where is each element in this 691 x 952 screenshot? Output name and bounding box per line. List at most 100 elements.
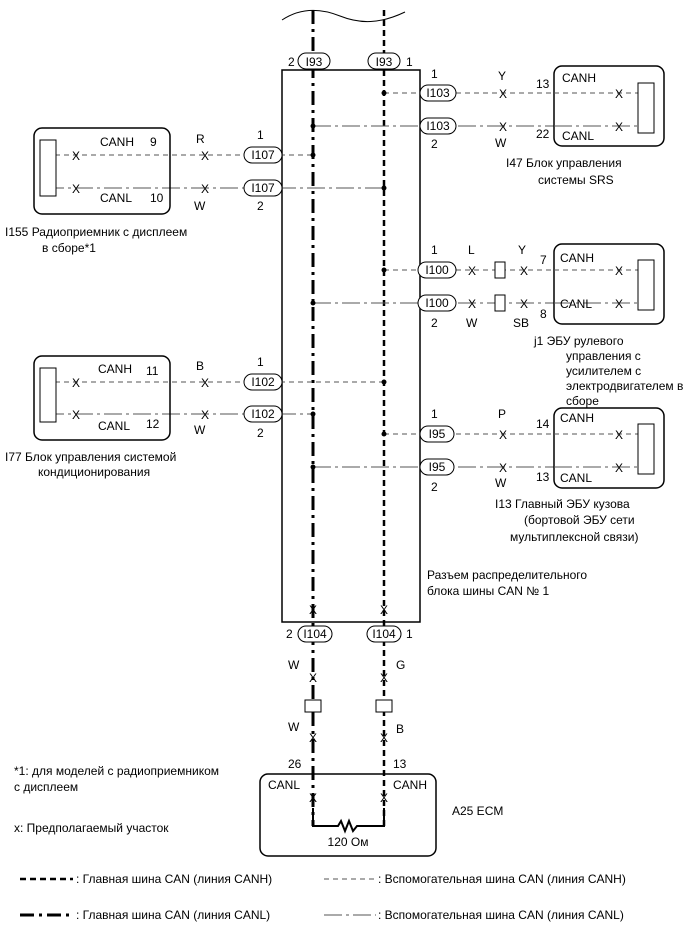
suspect-mark: X bbox=[72, 376, 80, 390]
wire-color: P bbox=[498, 407, 506, 421]
pin-2-top: 2 bbox=[288, 55, 295, 69]
suspect-mark: X bbox=[615, 87, 623, 101]
module-title: усилителем с bbox=[566, 364, 641, 378]
terminal-number: 9 bbox=[150, 135, 157, 149]
connector-label: I95 bbox=[429, 427, 446, 441]
terminal-number: 13 bbox=[536, 77, 550, 91]
canh-label: CANH bbox=[560, 411, 594, 425]
module-body-ecu: I95 I95 1 2 X X P W X X 14 13 CANH CANL … bbox=[310, 407, 665, 544]
wire-color: B bbox=[396, 722, 404, 736]
wire-color: W bbox=[495, 136, 507, 150]
legend-item: : Главная шина CAN (линия CANL) bbox=[76, 908, 270, 922]
junction-caption: Разъем распределительного bbox=[427, 568, 587, 582]
module-title: I77 Блок управления системой bbox=[5, 450, 176, 464]
ecm-box bbox=[259, 773, 437, 857]
connector-i104-left bbox=[297, 625, 333, 643]
wire-color: Y bbox=[518, 243, 526, 257]
suspect-mark: X bbox=[615, 297, 623, 311]
legend-item: : Вспомогательная шина CAN (линия CANH) bbox=[378, 872, 626, 886]
connector-label: I102 bbox=[251, 375, 275, 389]
connector-label: I102 bbox=[251, 407, 275, 421]
canh-label: CANH bbox=[98, 362, 132, 376]
suspect-mark: X bbox=[499, 120, 507, 134]
inline-connector bbox=[304, 699, 322, 713]
legend-item: : Главная шина CAN (линия CANH) bbox=[76, 872, 272, 886]
terminal-number: 13 bbox=[393, 757, 407, 771]
legend: : Главная шина CAN (линия CANH) : Вспомо… bbox=[20, 872, 626, 922]
canl-label: CANL bbox=[100, 191, 132, 205]
connector-i93-left-label: I93 bbox=[306, 55, 323, 69]
canh-label: CANH bbox=[560, 251, 594, 265]
wire-color: SB bbox=[513, 316, 529, 330]
footnote: с дисплеем bbox=[14, 780, 78, 794]
canl-label: CANL bbox=[560, 297, 592, 311]
suspect-mark: X bbox=[380, 791, 388, 805]
module-title: I47 Блок управления bbox=[506, 156, 622, 170]
terminal-number: 8 bbox=[540, 307, 547, 321]
wire-color: W bbox=[466, 316, 478, 330]
wire-color: L bbox=[468, 243, 475, 257]
suspect-mark: X bbox=[309, 603, 317, 617]
module-title: системы SRS bbox=[538, 173, 614, 187]
wire-color: W bbox=[495, 476, 507, 490]
module-title: управления с bbox=[566, 349, 641, 363]
connector-label: I103 bbox=[426, 119, 450, 133]
junction-caption: блока шины CAN № 1 bbox=[427, 584, 549, 598]
suspect-mark: X bbox=[499, 428, 507, 442]
wire-color: R bbox=[196, 132, 205, 146]
connector-label: I100 bbox=[425, 296, 449, 310]
cut-line bbox=[281, 10, 406, 23]
module-title: кондиционирования bbox=[38, 465, 150, 479]
suspect-mark: X bbox=[520, 264, 528, 278]
footnote: *1: для моделей с радиоприемником bbox=[14, 764, 219, 778]
pin-label: 1 bbox=[257, 355, 264, 369]
ecm-wiring: X X W G X X W B 26 13 CANL CANH X X 120 … bbox=[259, 658, 503, 857]
pin-label: 1 bbox=[431, 407, 438, 421]
canl-label: CANL bbox=[98, 419, 130, 433]
terminal-number: 14 bbox=[536, 417, 550, 431]
module-title: (бортовой ЭБУ сети bbox=[524, 513, 635, 527]
connector-label: I100 bbox=[425, 263, 449, 277]
connector-i93-left bbox=[297, 52, 331, 70]
termination-resistor bbox=[312, 808, 385, 834]
canh-label: CANH bbox=[562, 71, 596, 85]
terminal-number: 7 bbox=[540, 253, 547, 267]
suspect-mark: X bbox=[201, 408, 209, 422]
suspect-mark: X bbox=[499, 461, 507, 475]
terminal-number: 10 bbox=[150, 191, 164, 205]
module-box bbox=[553, 407, 665, 489]
pin-2-bottom: 2 bbox=[286, 627, 293, 641]
module-radio: X X CANH CANL 9 10 X X R W I107 I107 1 2… bbox=[5, 127, 387, 255]
module-title: I155 Радиоприемник с дисплеем bbox=[5, 225, 187, 239]
connector-i93-right bbox=[367, 52, 401, 70]
connector-i104-right-label: I104 bbox=[372, 627, 396, 641]
suspect-note: x: Предполагаемый участок bbox=[14, 821, 169, 835]
connector-i104-left-label: I104 bbox=[303, 627, 327, 641]
module-ac: X X CANH CANL 11 12 X X B W I102 I102 1 … bbox=[5, 355, 387, 479]
module-title: в сборе*1 bbox=[42, 241, 96, 255]
suspect-mark: X bbox=[615, 461, 623, 475]
suspect-mark: X bbox=[201, 376, 209, 390]
pin-label: 1 bbox=[431, 67, 438, 81]
wire-color: G bbox=[396, 658, 405, 672]
canl-label: CANL bbox=[268, 778, 300, 792]
inline-connector bbox=[375, 699, 393, 713]
wire-color: W bbox=[194, 199, 206, 213]
connector-i104-right bbox=[366, 625, 402, 643]
suspect-mark: X bbox=[468, 264, 476, 278]
suspect-mark: X bbox=[72, 149, 80, 163]
pin-label: 2 bbox=[257, 426, 264, 440]
pin-1-top: 1 bbox=[406, 55, 413, 69]
legend-item: : Вспомогательная шина CAN (линия CANL) bbox=[378, 908, 624, 922]
wire-color: W bbox=[288, 720, 300, 734]
canh-label: CANH bbox=[393, 778, 427, 792]
module-box bbox=[33, 127, 171, 215]
wire-color: W bbox=[194, 423, 206, 437]
wire-color: B bbox=[196, 359, 204, 373]
pin-label: 1 bbox=[431, 243, 438, 257]
pin-label: 2 bbox=[431, 137, 438, 151]
terminal-number: 13 bbox=[536, 470, 550, 484]
pin-label: 1 bbox=[257, 128, 264, 142]
module-srs: I103 I103 1 2 X X Y W X X 13 22 CANH CAN… bbox=[310, 65, 665, 187]
